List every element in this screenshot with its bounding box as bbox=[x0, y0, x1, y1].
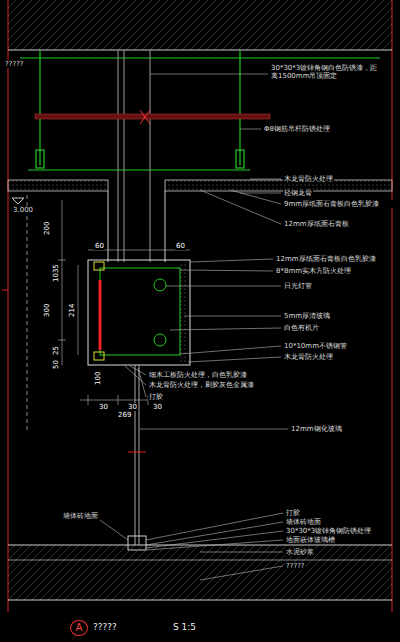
callout-note: 墙体砖地面 bbox=[62, 512, 99, 520]
callout-note: 日光灯管 bbox=[283, 282, 313, 290]
callout-note: ????? bbox=[285, 562, 306, 570]
scale-note: S 1:5 bbox=[172, 622, 197, 632]
callout-note: 轻钢龙骨 bbox=[283, 189, 313, 197]
dimension: 1035 bbox=[52, 263, 60, 283]
elevation: 3.000 bbox=[12, 206, 34, 214]
callout-note: 30*30*3镀锌角钢防锈处理 bbox=[285, 527, 372, 535]
callout-note: 打胶 bbox=[285, 509, 301, 517]
callout-note: 12mm钢化玻璃 bbox=[290, 425, 343, 433]
callout-note: 水泥砂浆 bbox=[285, 548, 315, 556]
dimension: 269 bbox=[117, 411, 132, 419]
dimension: 50 bbox=[52, 359, 60, 370]
callout-note: 30*30*3镀锌角钢白色防锈漆，距离1500mm吊顶固定 bbox=[270, 64, 382, 80]
callout-note: 12mm厚纸面石膏板白色乳胶漆 bbox=[275, 255, 377, 263]
dimension: 60 bbox=[94, 242, 105, 250]
dimension: 30 bbox=[152, 403, 163, 411]
drawing-title: ????? bbox=[92, 622, 118, 632]
callout-note: 9mm厚纸面石膏板白色乳胶漆 bbox=[283, 200, 395, 208]
callout-note: 墙体砖地面 bbox=[285, 518, 322, 526]
callout-note: 木龙骨防火处理 bbox=[283, 175, 334, 183]
callout-note: 白色有机片 bbox=[283, 324, 320, 332]
callout-note: 12mm厚纸面石膏板 bbox=[283, 220, 350, 228]
callout-note: Φ8钢筋吊杆防锈处理 bbox=[263, 125, 331, 133]
dimension: 214 bbox=[68, 303, 76, 318]
dimension: 30 bbox=[98, 403, 109, 411]
callout-note: 5mm厚清玻璃 bbox=[283, 312, 331, 320]
callout-note: 打胶 bbox=[148, 393, 164, 401]
dimension: 300 bbox=[43, 303, 51, 318]
dimension: 200 bbox=[43, 221, 51, 236]
callout-note: 木龙骨防火处理，刷胶灰色金属漆 bbox=[148, 381, 255, 389]
dimension: 30 bbox=[127, 403, 138, 411]
dimension: 25 bbox=[52, 345, 60, 356]
note: ????? bbox=[4, 60, 25, 68]
callout-note: 10*10mm不锈钢管 bbox=[283, 342, 348, 350]
callout-note: 地面嵌体玻璃槽 bbox=[285, 536, 336, 544]
dimension: 100 bbox=[94, 371, 102, 386]
dimension: 60 bbox=[175, 242, 186, 250]
callout-note: 木龙骨防火处理 bbox=[283, 353, 334, 361]
detail-bubble: A bbox=[70, 620, 88, 636]
callout-note: 8*8mm实木方防火处理 bbox=[275, 267, 352, 275]
callout-note: 细木工板防火处理，白色乳胶漆 bbox=[148, 371, 248, 379]
